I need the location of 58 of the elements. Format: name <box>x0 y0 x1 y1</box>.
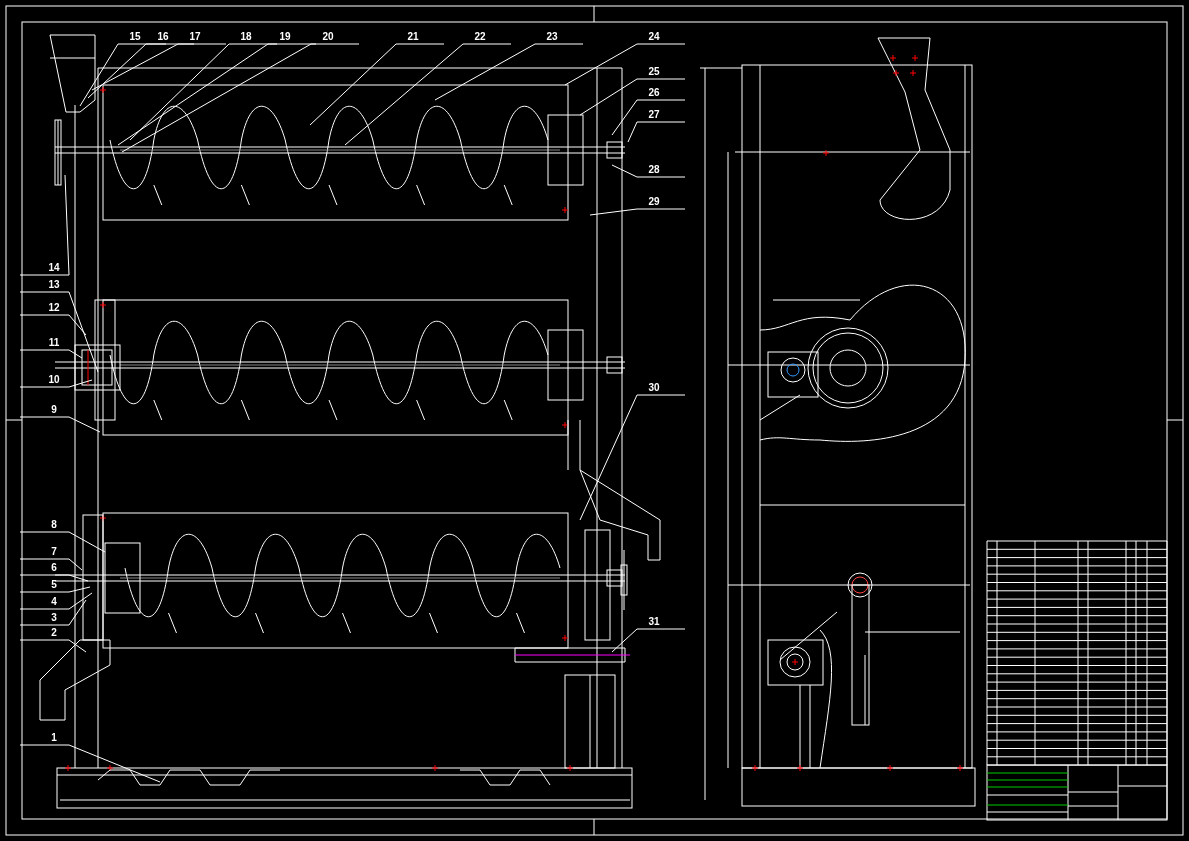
callout-number: 15 <box>126 31 144 43</box>
leader-line <box>19 379 93 388</box>
leader-line <box>309 43 445 126</box>
callout-number: 17 <box>186 31 204 43</box>
leader-line <box>434 43 584 101</box>
callout-number: 1 <box>45 732 63 744</box>
leader-line <box>564 43 686 86</box>
callout-number: 28 <box>645 164 663 176</box>
leader-line <box>627 121 686 143</box>
leader-line <box>19 174 70 276</box>
callout-number: 2 <box>45 627 63 639</box>
callout-number: 20 <box>319 31 337 43</box>
callout-number: 26 <box>645 87 663 99</box>
callout-number: 5 <box>45 579 63 591</box>
callout-number: 7 <box>45 546 63 558</box>
leader-line <box>19 599 87 626</box>
callout-number: 3 <box>45 612 63 624</box>
leader-line <box>344 43 512 146</box>
callout-number: 13 <box>45 279 63 291</box>
callout-number: 30 <box>645 382 663 394</box>
callout-number: 14 <box>45 262 63 274</box>
leader-line <box>19 592 93 610</box>
leader-line <box>579 394 686 521</box>
leader-line <box>91 43 227 91</box>
callout-number: 19 <box>276 31 294 43</box>
leader-line <box>19 531 106 553</box>
leader-line <box>611 99 686 136</box>
leader-line <box>19 314 87 336</box>
callout-number: 8 <box>45 519 63 531</box>
callout-number: 6 <box>45 562 63 574</box>
callout-number: 31 <box>645 616 663 628</box>
leader-line <box>19 349 83 359</box>
callout-number: 16 <box>154 31 172 43</box>
leader-line <box>19 558 83 571</box>
callout-number: 24 <box>645 31 663 43</box>
callout-number: 29 <box>645 196 663 208</box>
callout-number: 9 <box>45 404 63 416</box>
callout-number: 25 <box>645 66 663 78</box>
callout-number: 18 <box>237 31 255 43</box>
callout-number: 23 <box>543 31 561 43</box>
callout-number: 12 <box>45 302 63 314</box>
callout-number: 27 <box>645 109 663 121</box>
leader-line <box>19 416 101 433</box>
callout-number: 10 <box>45 374 63 386</box>
leader-line <box>611 164 686 178</box>
leader-line <box>19 744 161 783</box>
leader-line <box>121 43 360 153</box>
leader-line <box>579 78 686 116</box>
leader-line <box>19 639 87 653</box>
callout-number: 21 <box>404 31 422 43</box>
leader-line <box>611 628 686 653</box>
leader-line <box>19 291 99 373</box>
leader-line <box>589 208 686 216</box>
callout-number: 4 <box>45 596 63 608</box>
leader-line <box>19 574 89 582</box>
leader-line <box>19 586 91 593</box>
callout-number: 22 <box>471 31 489 43</box>
callout-number: 11 <box>45 337 63 349</box>
